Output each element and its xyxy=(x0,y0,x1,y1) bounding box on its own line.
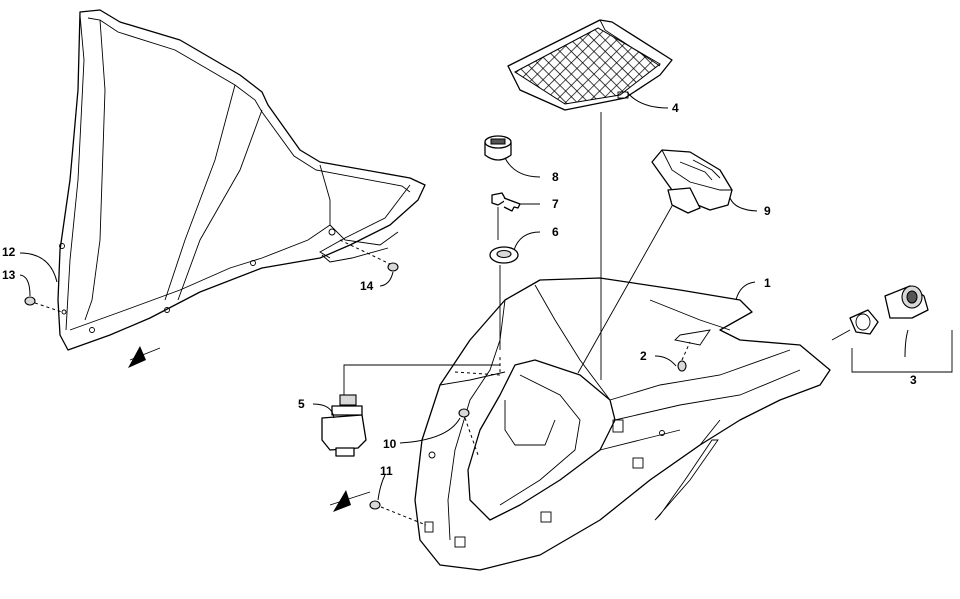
label-3: 3 xyxy=(910,373,917,387)
gauge xyxy=(651,149,733,214)
label-6: 6 xyxy=(552,225,559,239)
label-14: 14 xyxy=(360,279,374,293)
leader-outlet xyxy=(831,329,851,341)
callout-leaders xyxy=(19,91,909,501)
label-2: 2 xyxy=(640,349,647,363)
label-4: 4 xyxy=(672,101,679,115)
label-13: 13 xyxy=(2,268,16,282)
key-cap xyxy=(484,135,512,161)
label-8: 8 xyxy=(552,170,559,184)
screw-11 xyxy=(369,500,427,526)
label-5: 5 xyxy=(298,397,305,411)
screw-2 xyxy=(677,341,691,372)
screw-10 xyxy=(458,408,479,456)
screw-13 xyxy=(24,296,63,313)
label-7: 7 xyxy=(552,197,559,211)
windshield xyxy=(57,9,426,351)
power-outlet xyxy=(849,285,929,335)
leader-5 xyxy=(343,364,500,395)
label-11: 11 xyxy=(380,464,393,478)
ignition-switch xyxy=(321,394,367,457)
part-labels: 1 2 3 4 5 6 7 8 9 10 11 12 13 14 xyxy=(2,101,917,478)
screw-14 xyxy=(339,239,399,272)
bracket-3 xyxy=(851,330,953,373)
label-10: 10 xyxy=(383,437,397,451)
label-9: 9 xyxy=(764,204,771,218)
label-1: 1 xyxy=(764,276,771,290)
leader-9 xyxy=(577,205,673,374)
direction-arrow-left-lower xyxy=(329,490,371,512)
key xyxy=(491,192,521,212)
hood xyxy=(414,277,831,571)
bezel-ring xyxy=(489,246,519,264)
storage-tray xyxy=(507,19,673,111)
direction-arrow-left xyxy=(128,346,161,368)
label-12: 12 xyxy=(2,245,16,259)
